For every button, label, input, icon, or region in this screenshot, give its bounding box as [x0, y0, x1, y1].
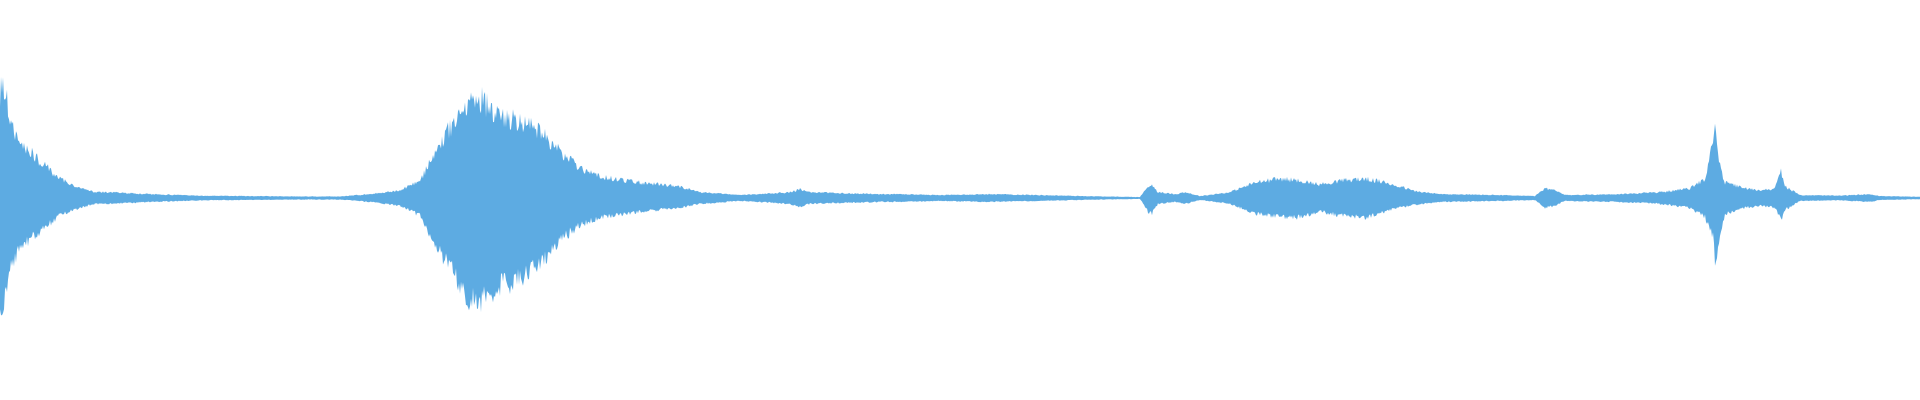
waveform-shape — [0, 76, 1920, 316]
